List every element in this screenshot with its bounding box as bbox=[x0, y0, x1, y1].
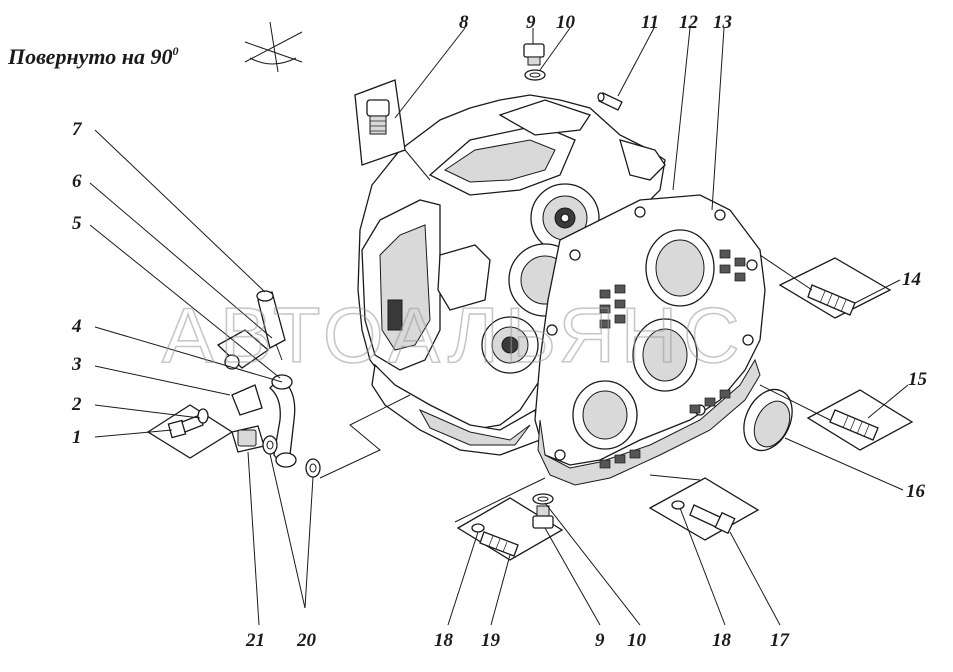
callout-15: 15 bbox=[908, 369, 928, 390]
breather-plug bbox=[354, 79, 431, 181]
callout-10-lower: 10 bbox=[627, 630, 647, 651]
callout-14: 14 bbox=[902, 269, 921, 290]
rotation-symbol bbox=[244, 21, 303, 73]
leader-lines bbox=[89, 27, 909, 626]
front-cover-plate bbox=[534, 194, 766, 486]
union-fitting bbox=[231, 425, 321, 478]
rotation-note: Повернуто на 900 bbox=[7, 44, 178, 69]
callout-10: 10 bbox=[556, 12, 576, 33]
stud-15 bbox=[806, 389, 914, 451]
callout-17: 17 bbox=[770, 630, 791, 651]
callout-5: 5 bbox=[72, 213, 82, 234]
callout-18-right: 18 bbox=[712, 630, 732, 651]
callout-9-lower: 9 bbox=[595, 630, 605, 651]
bolt-17 bbox=[648, 477, 760, 541]
callout-9: 9 bbox=[526, 12, 536, 33]
stud-14 bbox=[778, 257, 892, 319]
callout-20: 20 bbox=[296, 630, 317, 651]
callout-13: 13 bbox=[713, 12, 732, 33]
stud-19 bbox=[456, 497, 564, 561]
callout-18-left: 18 bbox=[434, 630, 454, 651]
callout-labels: 8 9 10 11 12 13 7 6 5 4 3 2 1 14 15 16 1… bbox=[71, 12, 928, 651]
cover-disc bbox=[743, 388, 793, 452]
callout-6: 6 bbox=[72, 171, 82, 192]
top-drain-plug bbox=[523, 43, 546, 81]
callout-11: 11 bbox=[641, 12, 659, 33]
callout-2: 2 bbox=[71, 394, 82, 415]
watermark: АВТОАЛЬЯНС bbox=[162, 291, 746, 379]
callout-7: 7 bbox=[72, 119, 83, 140]
callout-4: 4 bbox=[71, 316, 82, 337]
assembly-guide-lines bbox=[319, 254, 831, 523]
callout-16: 16 bbox=[906, 481, 926, 502]
dowel-pin bbox=[597, 92, 623, 111]
callout-8: 8 bbox=[459, 12, 469, 33]
lower-drain-plug bbox=[532, 493, 554, 529]
callout-1: 1 bbox=[72, 427, 82, 448]
callout-3: 3 bbox=[71, 354, 82, 375]
callout-19: 19 bbox=[481, 630, 501, 651]
callout-21: 21 bbox=[245, 630, 265, 651]
bolt-1 bbox=[146, 404, 234, 459]
callout-12: 12 bbox=[679, 12, 699, 33]
